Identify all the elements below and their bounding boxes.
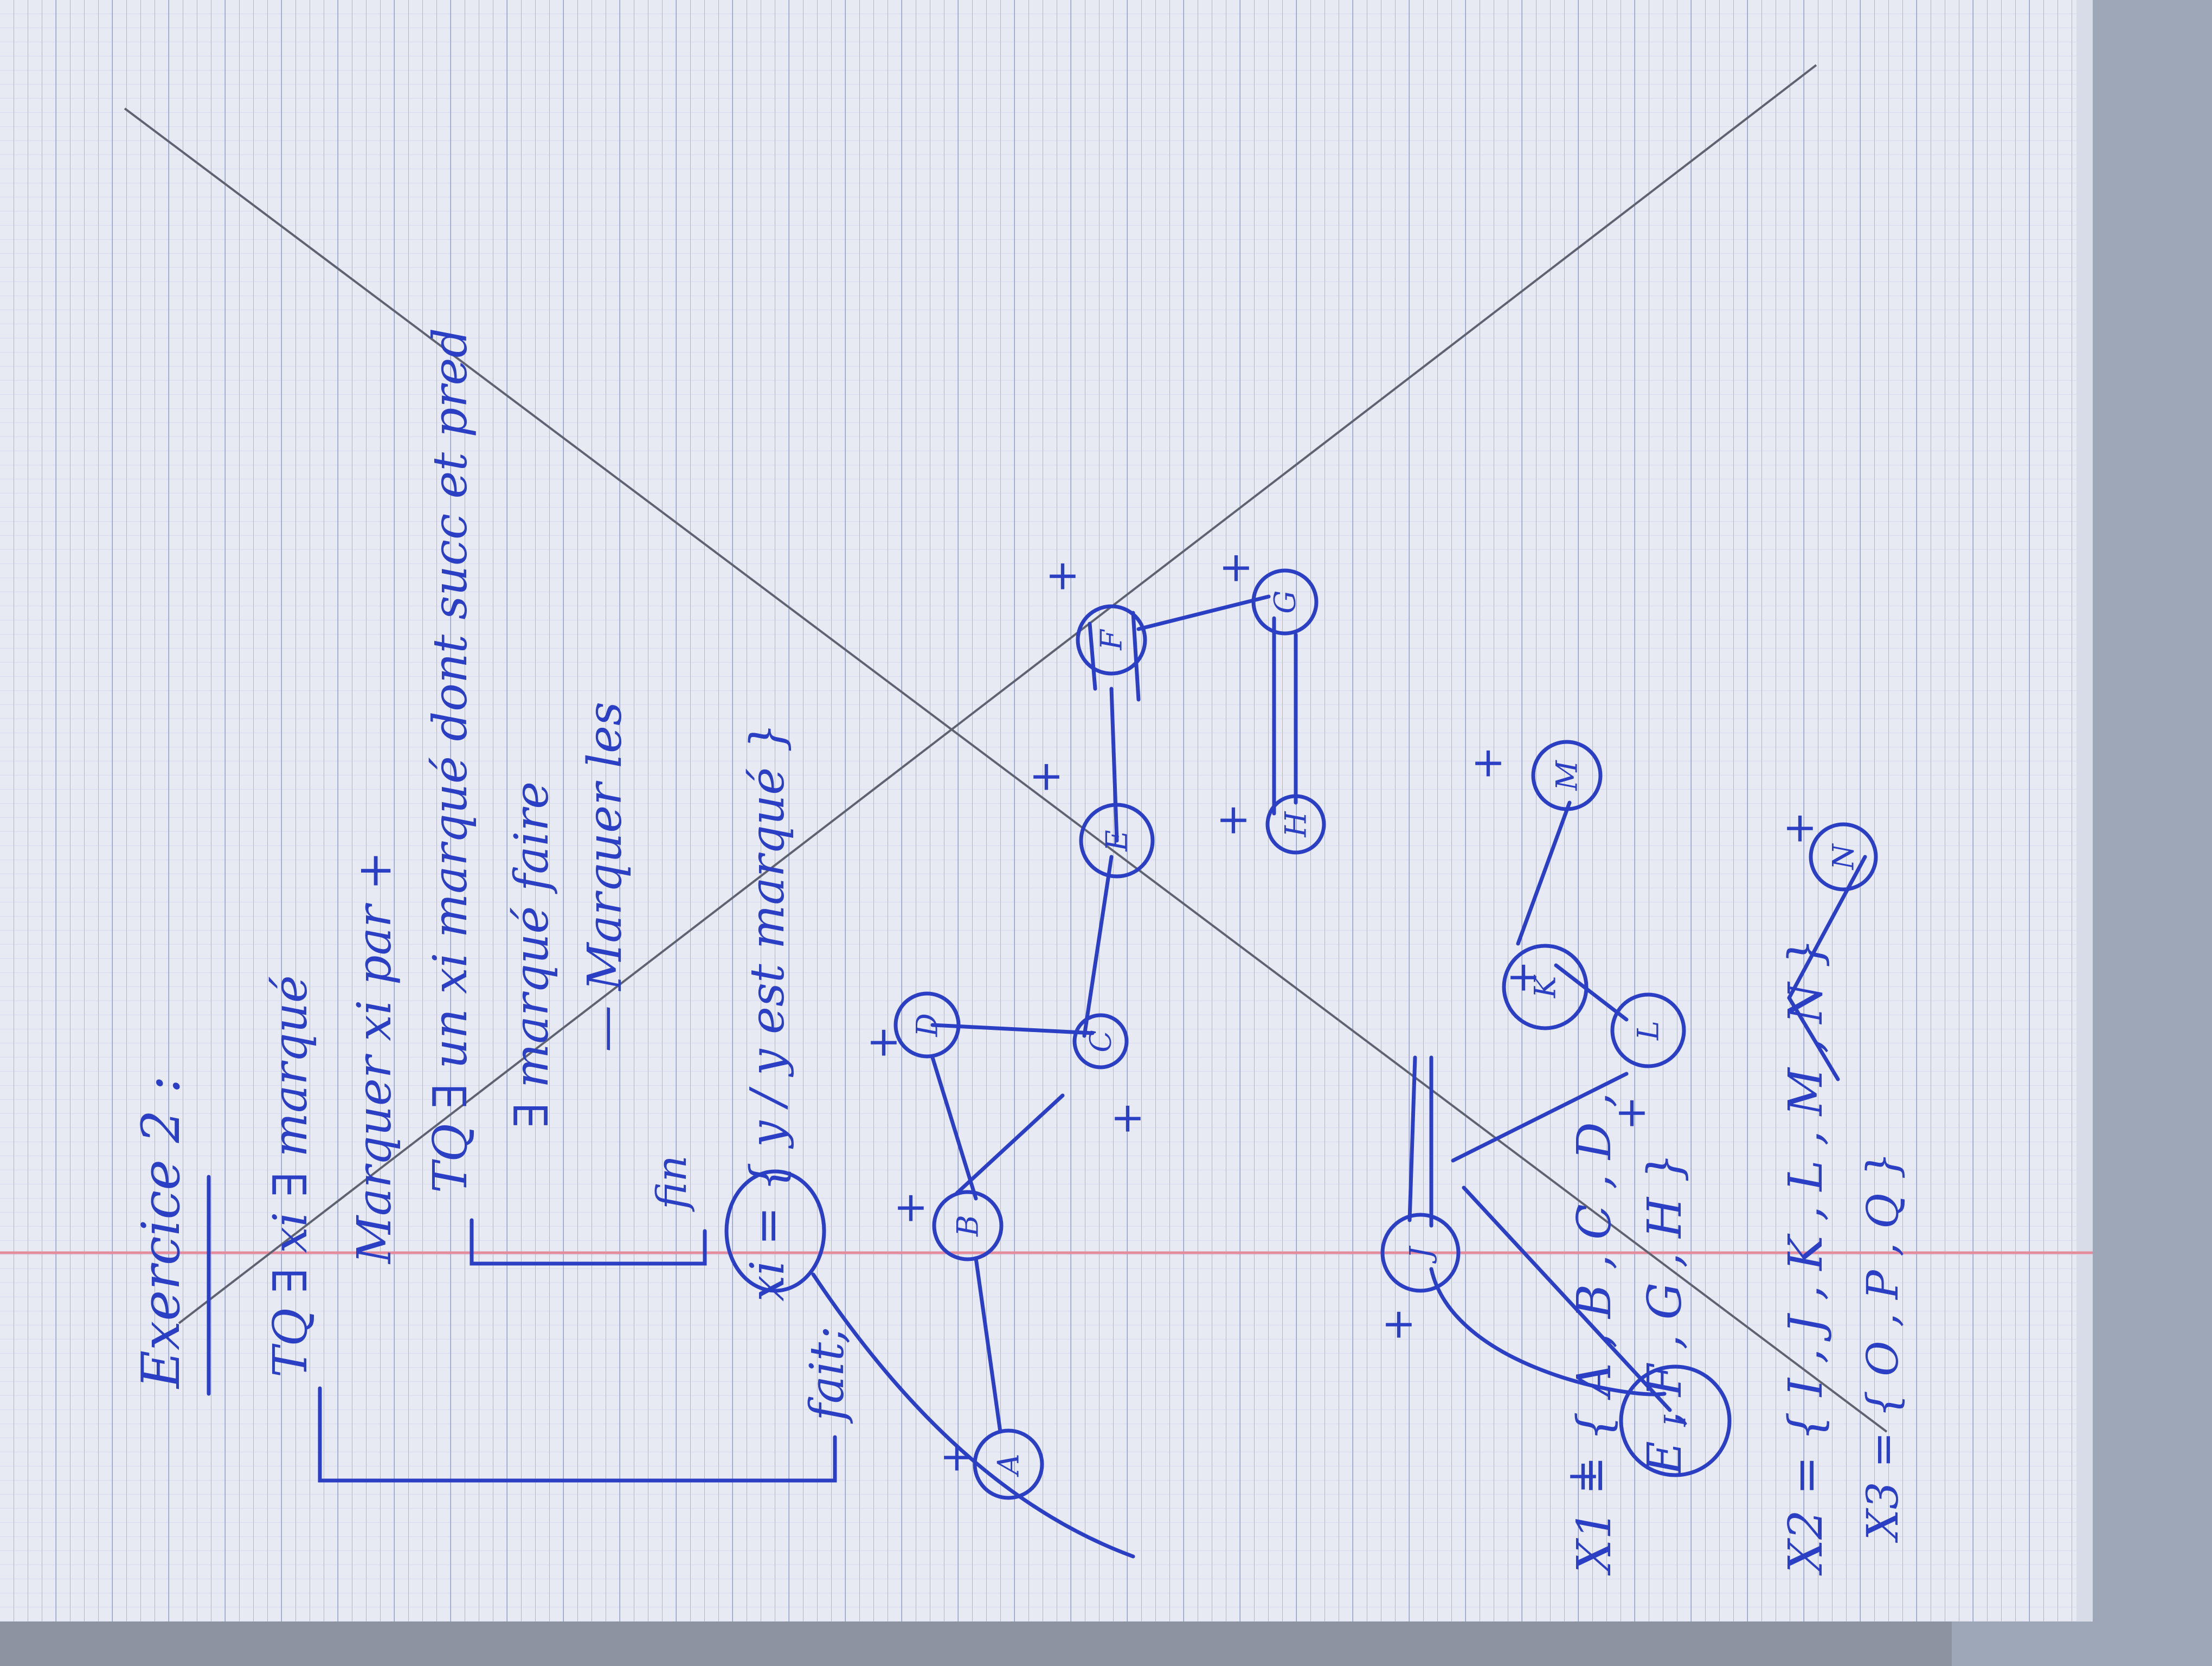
svg-text:C: C — [1084, 1030, 1118, 1052]
node-A: A + — [940, 1428, 1044, 1500]
svg-text:+: + — [893, 1183, 928, 1231]
svg-text:I: I — [1658, 1414, 1693, 1427]
svg-text:+: + — [1615, 1088, 1649, 1136]
algo-line-xi: xi = { y / y est marqué } — [741, 723, 795, 1302]
svg-text:F: F — [1095, 629, 1129, 651]
svg-text:+: + — [1566, 1451, 1600, 1500]
svg-text:H: H — [1279, 811, 1313, 838]
set-x1-line-1: X1 = { A , B , C , D , — [1567, 1093, 1622, 1577]
algo-line-fait: fait; — [800, 1327, 854, 1424]
exercise-title: Exercice 2 : — [131, 1076, 191, 1389]
svg-text:B: B — [951, 1215, 985, 1237]
set-definitions: X1 = { A , B , C , D , E , F , G , H } X… — [1567, 938, 1908, 1576]
svg-text:E: E — [1100, 830, 1134, 851]
notebook-page — [0, 0, 2093, 1622]
algo-line-fin: fin — [647, 1155, 696, 1212]
svg-text:+: + — [1110, 1093, 1145, 1142]
node-L: L + — [1610, 992, 1686, 1136]
node-E: E + — [1029, 752, 1155, 879]
inner-loop-bracket — [470, 1218, 707, 1266]
node-H: H + — [1216, 794, 1326, 855]
svg-text:+: + — [1506, 952, 1541, 1001]
svg-text:+: + — [1381, 1299, 1416, 1348]
svg-text:+: + — [1029, 752, 1064, 800]
algo-line-3: TQ ∃ un xi marqué dont succ et pred — [423, 328, 478, 1193]
outer-loop-bracket — [318, 1386, 837, 1483]
svg-text:A: A — [992, 1454, 1026, 1478]
xi-ellipse — [724, 1169, 826, 1293]
node-B: B + — [893, 1183, 1004, 1261]
svg-text:+: + — [1219, 543, 1253, 591]
algo-line-2: Marquer xi par + — [348, 851, 402, 1265]
svg-text:+: + — [866, 1017, 901, 1066]
svg-text:+: + — [940, 1432, 974, 1481]
svg-text:G: G — [1268, 590, 1302, 613]
algo-line-1: TQ ∃ xi ∃ marqué — [263, 975, 318, 1377]
node-M: M + — [1471, 738, 1603, 811]
svg-text:+: + — [1783, 803, 1817, 851]
node-C: C + — [1072, 1013, 1145, 1142]
set-x3: X3 = { O , P , Q } — [1857, 1152, 1908, 1543]
node-K: K + — [1502, 944, 1589, 1030]
cross-line-2 — [124, 107, 1888, 1433]
graph-nodes: A + B + D + C + E + F + G — [866, 543, 1878, 1500]
svg-text:K: K — [1528, 975, 1562, 998]
algorithm-block: Exercice 2 : TQ ∃ xi ∃ marqué Marquer xi… — [131, 328, 1135, 1559]
graph-edges — [930, 594, 1867, 1434]
set-x2: X2 = { I , J , K , L , M , N } — [1779, 938, 1833, 1576]
svg-text:+: + — [1216, 795, 1251, 843]
node-I: I + — [1566, 1364, 1732, 1500]
cross-line-1 — [178, 64, 1817, 1324]
svg-text:M: M — [1550, 760, 1584, 791]
node-D: D + — [866, 991, 961, 1066]
set-x1-line-2: E , F , G , H } — [1638, 1153, 1692, 1476]
algo-line-4: ∃ marqué faire — [505, 781, 559, 1128]
svg-text:+: + — [1471, 738, 1506, 786]
node-F: F + — [1045, 551, 1147, 676]
svg-text:D: D — [910, 1013, 944, 1037]
node-G: G + — [1219, 543, 1319, 636]
svg-text:N: N — [1827, 843, 1861, 871]
algo-line-5: — Marquer les — [578, 702, 632, 1052]
svg-text:+: + — [1045, 551, 1080, 599]
svg-text:L: L — [1631, 1021, 1666, 1041]
node-N: N + — [1783, 803, 1878, 892]
